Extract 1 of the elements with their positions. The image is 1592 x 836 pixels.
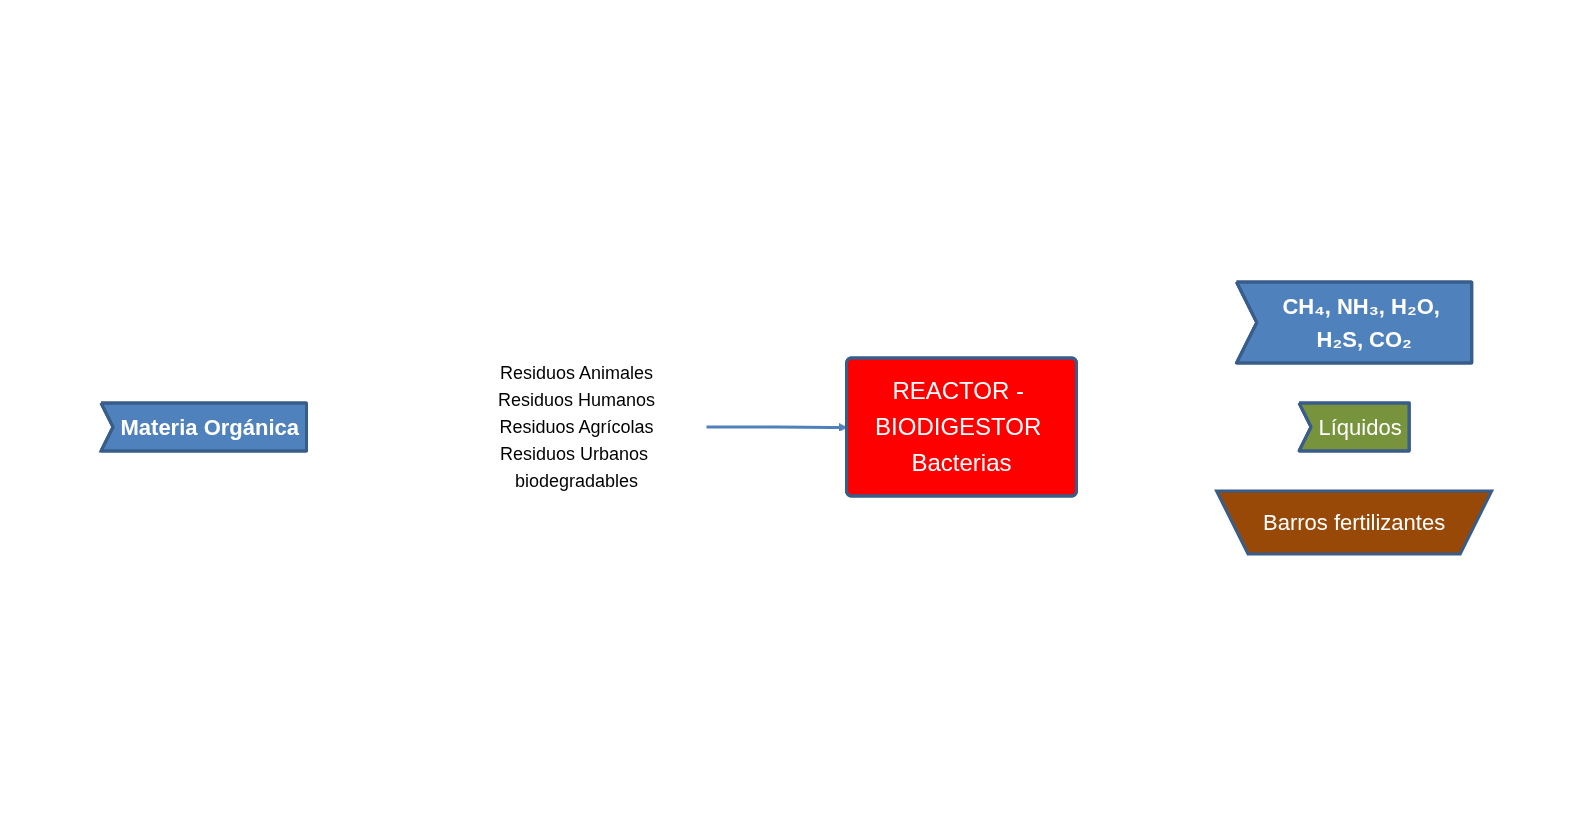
node-text: Residuos Animales Residuos Humanos Residuos Agrícolas Residuos Urbanos biodegradables <box>497 362 655 491</box>
